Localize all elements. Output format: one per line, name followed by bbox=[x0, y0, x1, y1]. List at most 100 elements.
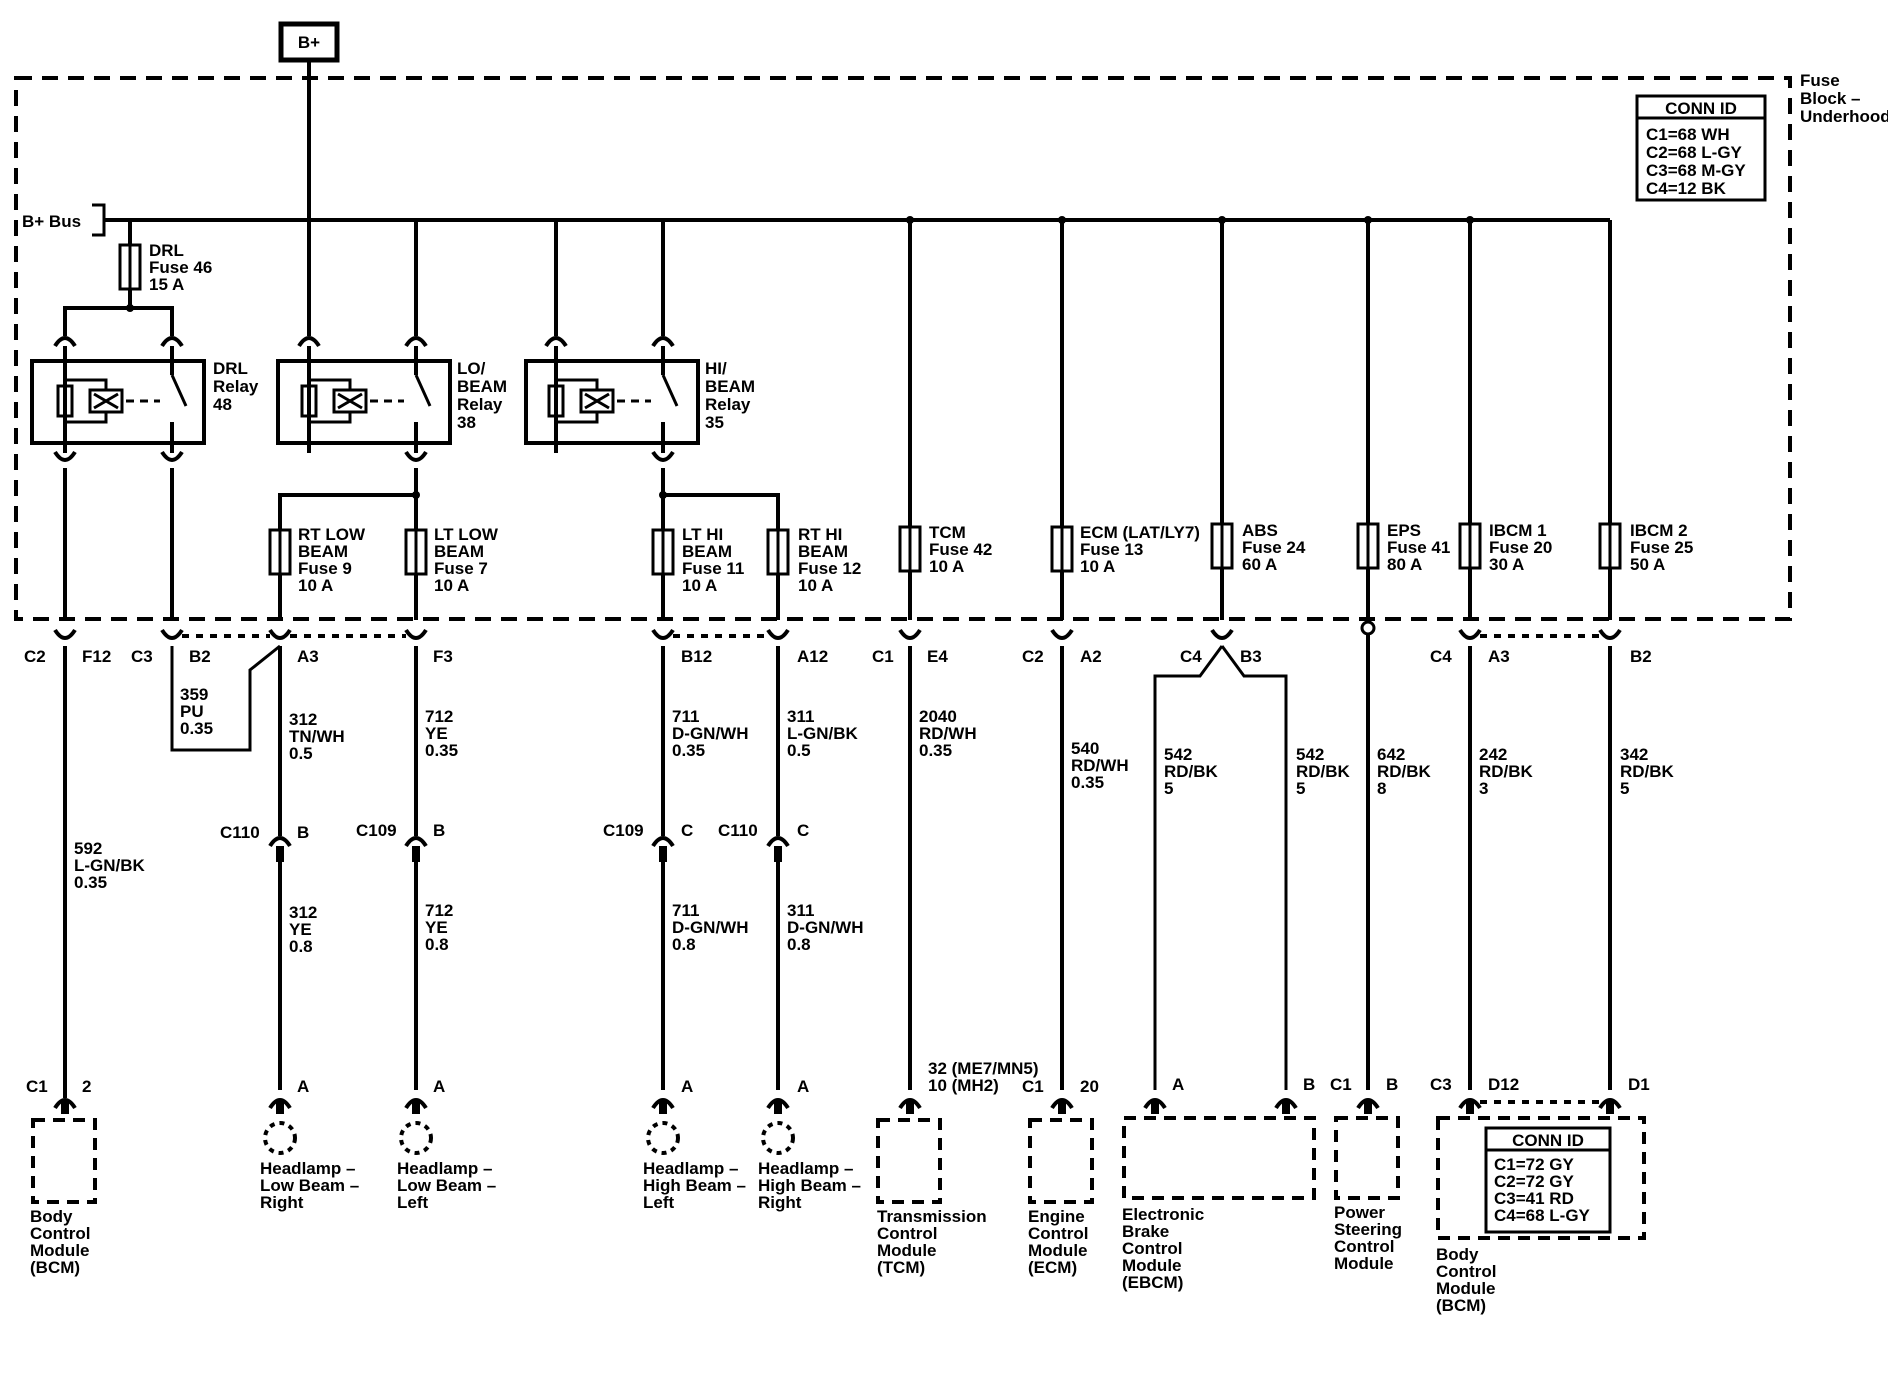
label-fuses-ibcm2-lines-2: 50 A bbox=[1630, 555, 1665, 574]
label-wires-w540-lines-1: RD/WH bbox=[1071, 756, 1129, 775]
label-components-tcm-lines-1: Control bbox=[877, 1224, 937, 1243]
tcm-module: 32 (ME7/MN5) 10 (MH2) Transmission Contr… bbox=[876, 1059, 1039, 1277]
label-components-eps-lines-0: Power bbox=[1334, 1203, 1385, 1222]
label-components-ecm-lines-2: Module bbox=[1028, 1241, 1088, 1260]
label-relays-hi-beam-lines-1: BEAM bbox=[705, 377, 755, 396]
label-fuses-ecm-lines-0: ECM (LAT/LY7) bbox=[1080, 523, 1200, 542]
label-components-bcm-right-conn-id-lines-3: C4=68 L-GY bbox=[1494, 1206, 1591, 1225]
label-wires-w312b-lines-0: 312 bbox=[289, 903, 317, 922]
label-fuses-rt-hi-lines-2: Fuse 12 bbox=[798, 559, 861, 578]
label-wires-w542b-lines-0: 542 bbox=[1296, 745, 1324, 764]
ibcm2-fuse: IBCM 2 Fuse 25 50 A bbox=[1598, 220, 1693, 620]
label-wires-w712a-lines-1: YE bbox=[425, 724, 448, 743]
label-components-bcm-right-conn-id-title: CONN ID bbox=[1512, 1131, 1584, 1150]
label-fuse-block-conn-id-title: CONN ID bbox=[1665, 99, 1737, 118]
label-components-ebcm-lines-1: Brake bbox=[1122, 1222, 1169, 1241]
label-wires-w542a-lines-2: 5 bbox=[1164, 779, 1173, 798]
label-inline-connectors-c110-b-pin: B bbox=[297, 823, 309, 842]
label-fuse-block-label-line1: Fuse bbox=[1800, 71, 1840, 90]
label-fuses-lt-low-lines-1: BEAM bbox=[434, 542, 484, 561]
label-connectors-b12-pin: B12 bbox=[681, 647, 712, 666]
label-fuse-block-conn-id-lines-3: C4=12 BK bbox=[1646, 179, 1727, 198]
ibcm1-fuse: IBCM 1 Fuse 20 30 A bbox=[1458, 216, 1552, 620]
label-connectors-f3-pin: F3 bbox=[433, 647, 453, 666]
wire-labels-upper: 359 PU 0.35 312 TN/WH 0.5 712 YE 0.35 71… bbox=[74, 685, 1675, 892]
label-components-hl-high-left-lines-0: Headlamp – bbox=[643, 1159, 738, 1178]
ebcm-module: A B Electronic Brake Control Module (EBC… bbox=[1122, 1075, 1316, 1292]
label-fuses-rt-low-lines-3: 10 A bbox=[298, 576, 333, 595]
drl-fuse: DRL Fuse 46 15 A bbox=[118, 220, 212, 312]
label-components-hl-high-left-pin: A bbox=[681, 1077, 693, 1096]
abs-fuse: ABS Fuse 24 60 A bbox=[1210, 216, 1306, 620]
label-wires-w592-lines-0: 592 bbox=[74, 839, 102, 858]
label-wires-w242-lines-0: 242 bbox=[1479, 745, 1507, 764]
label-wires-w2040-lines-1: RD/WH bbox=[919, 724, 977, 743]
label-components-hl-high-right-pin: A bbox=[797, 1077, 809, 1096]
label-inline-connectors-c109-b-conn: C109 bbox=[356, 821, 397, 840]
label-connectors-c2-a2-pin: A2 bbox=[1080, 647, 1102, 666]
label-components-bcm-right-lines-1: Control bbox=[1436, 1262, 1496, 1281]
label-wires-w711b-lines-0: 711 bbox=[672, 901, 699, 920]
label-wires-w311b-lines-1: D-GN/WH bbox=[787, 918, 863, 937]
label-components-eps-lines-3: Module bbox=[1334, 1254, 1394, 1273]
label-connectors-c4-a3-pin: A3 bbox=[1488, 647, 1510, 666]
label-fuses-ibcm1-lines-1: Fuse 20 bbox=[1489, 538, 1552, 557]
label-fuses-lt-low-lines-3: 10 A bbox=[434, 576, 469, 595]
label-fuses-drl-lines-0: DRL bbox=[149, 241, 184, 260]
label-wires-w242-lines-2: 3 bbox=[1479, 779, 1488, 798]
label-wires-w312a-lines-2: 0.5 bbox=[289, 744, 313, 763]
label-components-bcm-right-conn: C3 bbox=[1430, 1075, 1452, 1094]
label-components-hl-low-right-lines-1: Low Beam – bbox=[260, 1176, 359, 1195]
headlamp-low-left: A Headlamp – Low Beam – Left bbox=[397, 1077, 496, 1212]
source-label: B+ bbox=[298, 33, 320, 52]
label-components-bcm-left-lines-0: Body bbox=[30, 1207, 73, 1226]
label-wires-w311b-lines-0: 311 bbox=[787, 901, 814, 920]
label-wires-w542b-lines-1: RD/BK bbox=[1296, 762, 1351, 781]
wire-542-split bbox=[1153, 645, 1288, 1090]
label-fuses-lt-hi-lines-3: 10 A bbox=[682, 576, 717, 595]
label-wires-w359-lines-1: PU bbox=[180, 702, 204, 721]
label-fuses-rt-low-lines-0: RT LOW bbox=[298, 525, 366, 544]
label-inline-connectors-c110-c-pin: C bbox=[797, 821, 809, 840]
label-wires-w542a-lines-1: RD/BK bbox=[1164, 762, 1219, 781]
label-wires-w311a-lines-0: 311 bbox=[787, 707, 814, 726]
label-wires-w540-lines-0: 540 bbox=[1071, 739, 1099, 758]
label-fuses-rt-hi-lines-3: 10 A bbox=[798, 576, 833, 595]
label-components-ebcm-pin-b: B bbox=[1303, 1075, 1315, 1094]
label-relays-drl-lines-0: DRL bbox=[213, 359, 248, 378]
label-components-ecm-lines-0: Engine bbox=[1028, 1207, 1085, 1226]
lt-hi-beam-fuse: LT HI BEAM Fuse 11 10 A bbox=[651, 495, 744, 620]
label-connectors-c2-f12-pin: F12 bbox=[82, 647, 111, 666]
tcm-fuse: TCM Fuse 42 10 A bbox=[898, 216, 992, 620]
label-components-bcm-right-pin-1: D12 bbox=[1488, 1075, 1519, 1094]
label-components-hl-low-right-lines-0: Headlamp – bbox=[260, 1159, 355, 1178]
label-fuses-rt-low-lines-2: Fuse 9 bbox=[298, 559, 352, 578]
label-relays-hi-beam-lines-3: 35 bbox=[705, 413, 724, 432]
label-fuses-eps-lines-2: 80 A bbox=[1387, 555, 1422, 574]
label-wires-w712b-lines-1: YE bbox=[425, 918, 448, 937]
label-inline-connectors-c109-b-pin: B bbox=[433, 821, 445, 840]
label-inline-connectors-c109-c-pin: C bbox=[681, 821, 693, 840]
eps-module: C1 B Power Steering Control Module bbox=[1330, 1075, 1402, 1273]
lo-beam-relay: LO/ BEAM Relay 38 bbox=[276, 336, 507, 462]
label-components-eps-lines-1: Steering bbox=[1334, 1220, 1402, 1239]
label-connectors-c3-b2-conn: C3 bbox=[131, 647, 153, 666]
label-components-hl-low-right-lines-2: Right bbox=[260, 1193, 304, 1212]
label-relays-lo-beam-lines-1: BEAM bbox=[457, 377, 507, 396]
label-components-bcm-left-lines-2: Module bbox=[30, 1241, 90, 1260]
label-components-eps-lines-2: Control bbox=[1334, 1237, 1394, 1256]
label-components-hl-low-left-pin: A bbox=[433, 1077, 445, 1096]
label-relays-hi-beam-lines-0: HI/ bbox=[705, 359, 727, 378]
label-connectors-c4-a3-conn: C4 bbox=[1430, 647, 1452, 666]
ecm-fuse: ECM (LAT/LY7) Fuse 13 10 A bbox=[1050, 216, 1200, 620]
label-fuse-block-conn-id-lines-0: C1=68 WH bbox=[1646, 125, 1730, 144]
label-fuses-drl-lines-1: Fuse 46 bbox=[149, 258, 212, 277]
label-wires-w312b-lines-2: 0.8 bbox=[289, 937, 313, 956]
label-fuses-rt-low-lines-1: BEAM bbox=[298, 542, 348, 561]
headlamp-high-left: A Headlamp – High Beam – Left bbox=[643, 1077, 746, 1212]
label-fuses-ibcm1-lines-0: IBCM 1 bbox=[1489, 521, 1547, 540]
label-components-hl-high-right-lines-1: High Beam – bbox=[758, 1176, 861, 1195]
label-connectors-a12-pin: A12 bbox=[797, 647, 828, 666]
rt-hi-beam-fuse: RT HI BEAM Fuse 12 10 A bbox=[766, 525, 861, 620]
